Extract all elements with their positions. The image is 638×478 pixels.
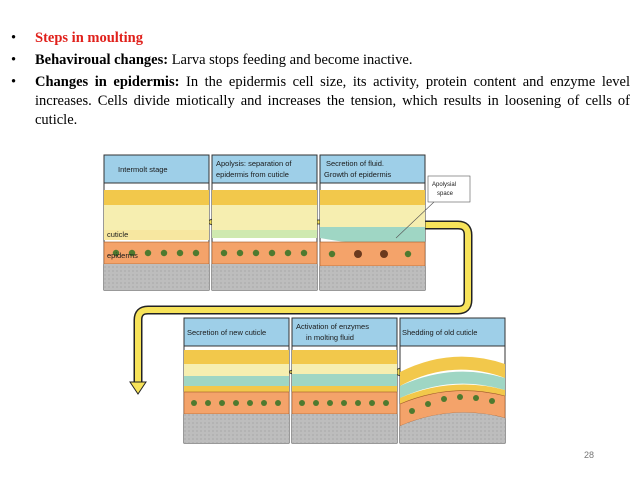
moulting-diagram: Intermolt stage cuticle epiderms Apolysi… (96, 150, 526, 450)
panel-title: Activation of enzymes (296, 322, 369, 331)
bullet-changes-in-epidermis: • Changes in epidermis: In the epidermis… (10, 73, 630, 130)
epidermis-cells (291, 391, 398, 415)
panel-activation-of-enzymes: Activation of enzymes in molting fluid (291, 317, 398, 444)
bullet-text: In the epidermis cell size, its activity… (35, 74, 631, 128)
bullet-term: Behaviroual changes: (35, 52, 169, 68)
epidermis-cells (399, 390, 506, 427)
label-epidermis: epiderms (107, 251, 138, 260)
epidermis-cells (319, 241, 426, 267)
panel-title: Shedding of old cuticle (402, 328, 477, 337)
panel-intermolt: Intermolt stage cuticle epiderms (103, 154, 210, 291)
panel-subtitle: in molting fluid (306, 333, 354, 342)
panel-subtitle: Growth of epidermis (324, 170, 391, 179)
panel-subtitle: epidermis from cuticle (216, 170, 289, 179)
bullet-behavioural-changes: • Behaviroual changes: Larva stops feedi… (10, 51, 630, 70)
panel-secretion-new-cuticle: Secretion of new cuticle (183, 317, 290, 444)
page-number: 28 (584, 450, 595, 460)
epidermis-cells (211, 241, 318, 265)
panel-secretion-of-fluid: Secretion of fluid. Growth of epidermis … (319, 154, 471, 291)
label-space: space (437, 191, 454, 197)
bullet-dot: • (11, 30, 17, 46)
panel-title: Secretion of new cuticle (187, 328, 266, 337)
bullet-steps-in-moulting: • Steps in moulting (10, 29, 630, 48)
epidermis-cells (183, 391, 290, 415)
panel-shedding-old-cuticle: Shedding of old cuticle (399, 317, 506, 444)
bullet-heading: Steps in moulting (35, 30, 143, 46)
panel-apolysis: Apolysis: separation of epidermis from c… (211, 154, 318, 291)
label-apolysial: Apolysial (432, 182, 456, 188)
panel-title: Intermolt stage (118, 165, 168, 174)
panel-title: Apolysis: separation of (216, 159, 292, 168)
bullet-text: Larva stops feeding and become inactive. (171, 52, 413, 68)
apolysial-pointer (395, 201, 435, 239)
bullet-term: Changes in epidermis: (35, 74, 180, 90)
bullet-dot: • (11, 52, 17, 68)
flow-arrow-top-to-bottom (129, 220, 473, 395)
label-cuticle: cuticle (107, 230, 128, 239)
bullet-list: • Steps in moulting • Behaviroual change… (10, 29, 630, 133)
bullet-dot: • (11, 74, 17, 90)
panel-title: Secretion of fluid. (326, 159, 384, 168)
